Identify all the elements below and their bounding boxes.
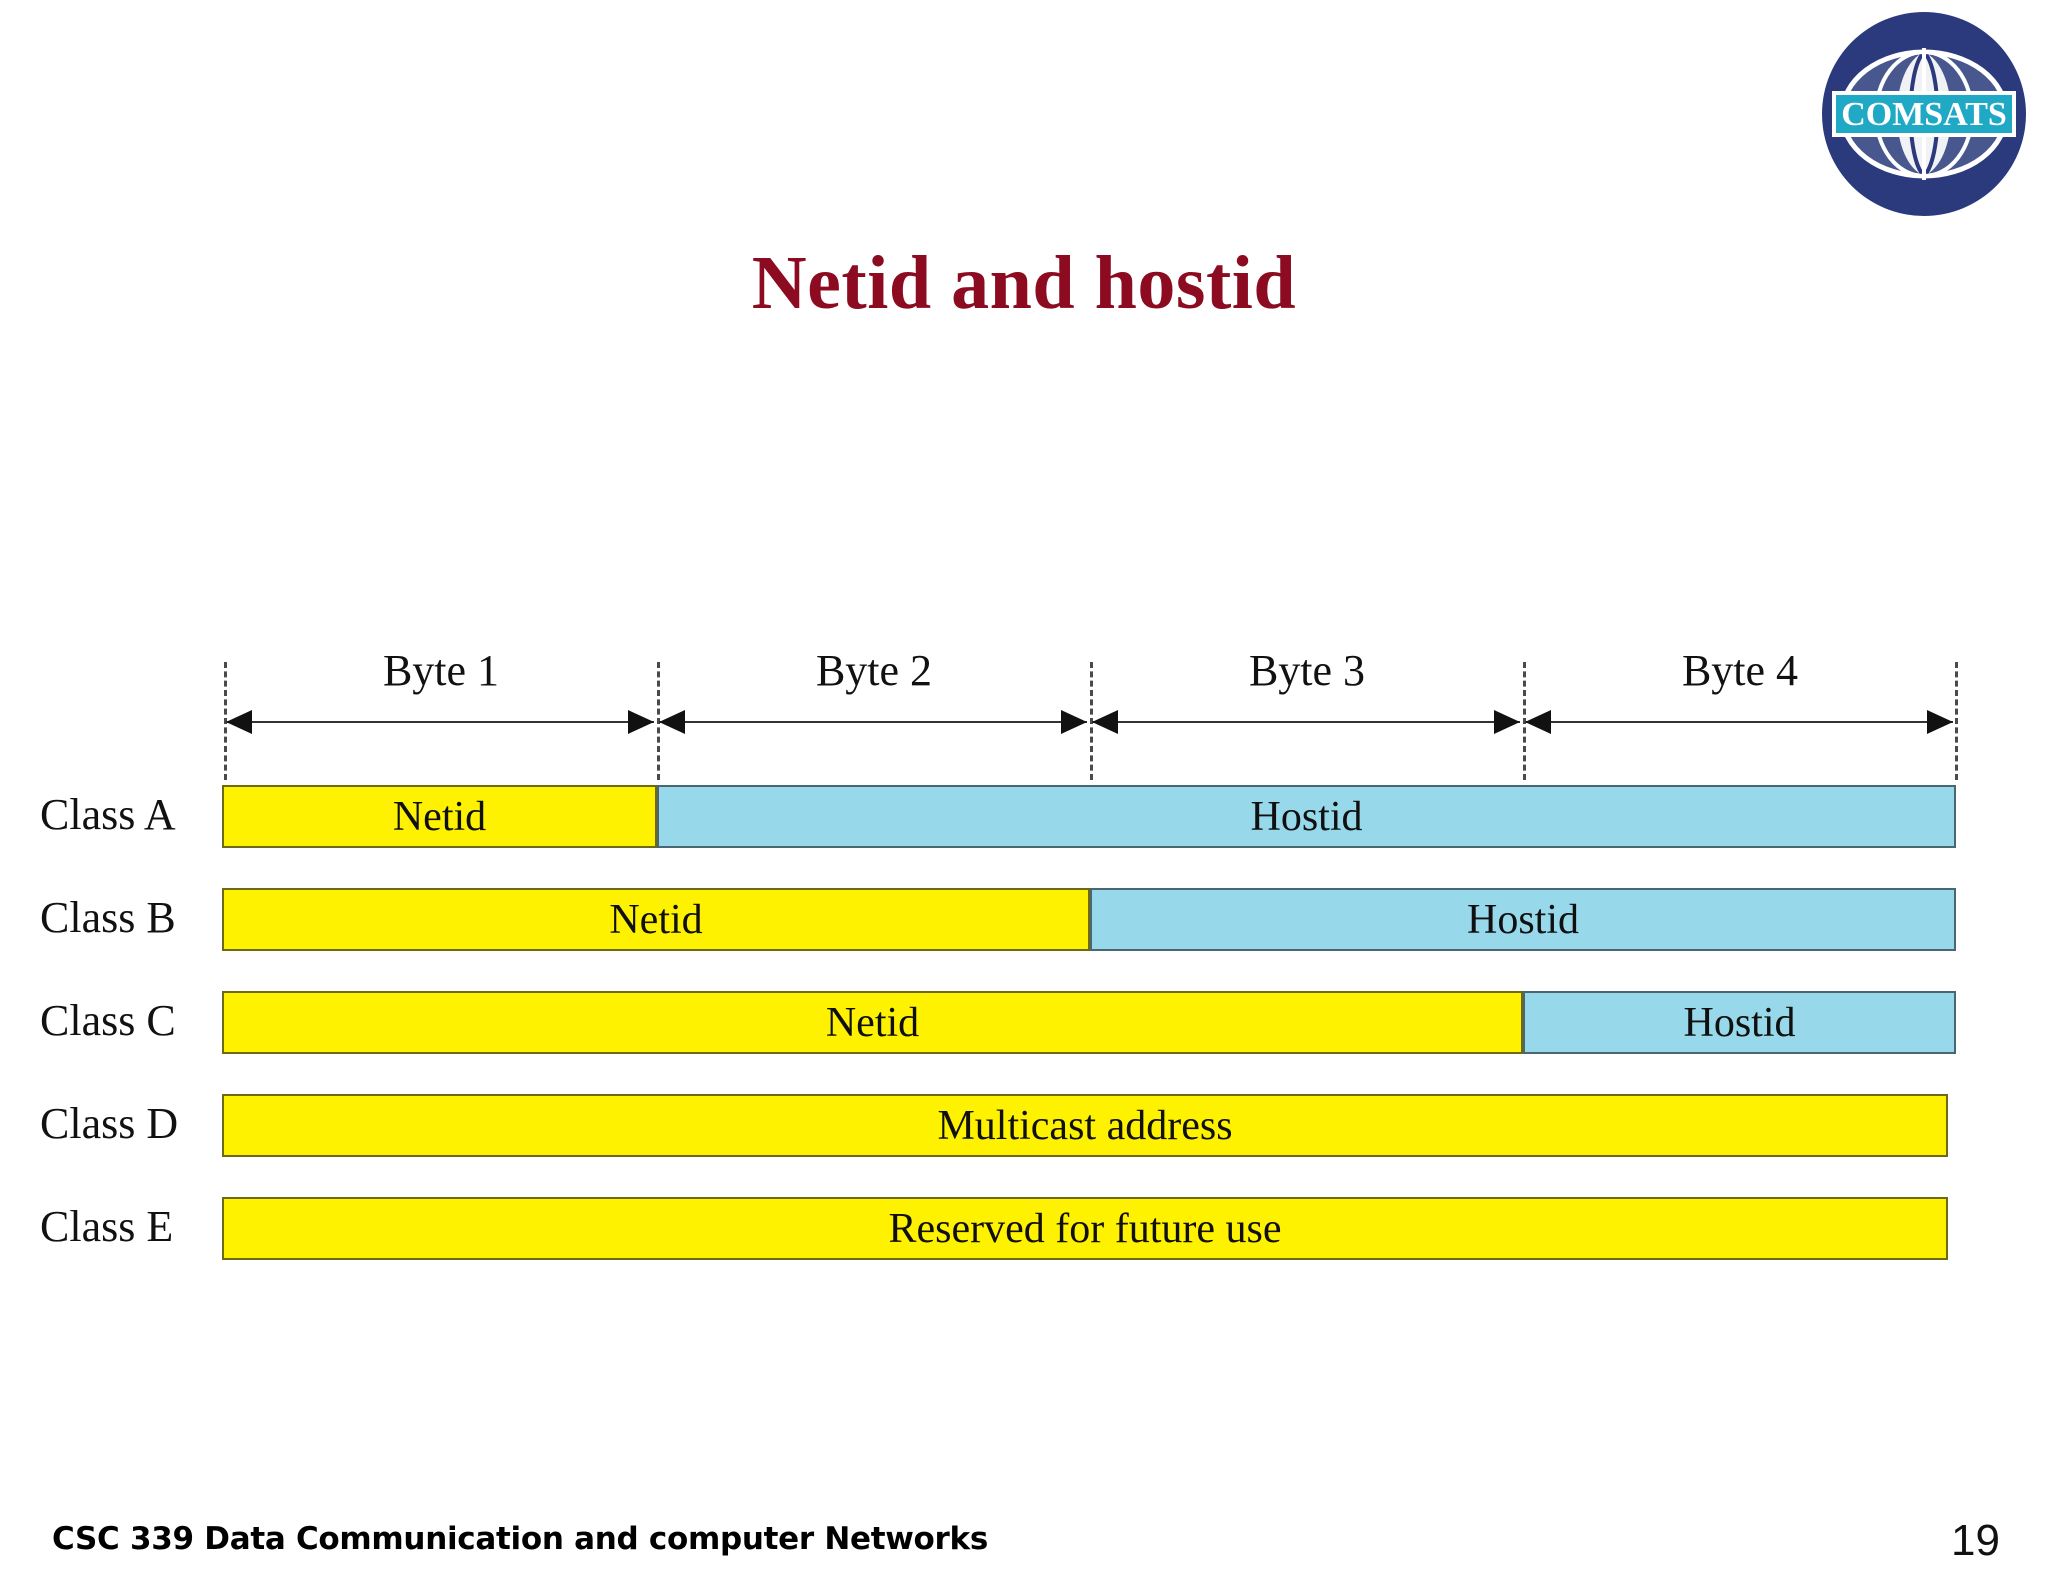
arrow-head-left: [1092, 710, 1118, 734]
class-b-hostid-segment: Hostid: [1090, 888, 1956, 951]
byte-span-arrow-3: [1092, 707, 1520, 737]
comsats-logo: COMSATS: [1818, 8, 2030, 220]
class-b-netid-segment: Netid: [222, 888, 1090, 951]
page-title: Netid and hostid: [751, 241, 1297, 325]
arrow-head-right: [628, 710, 654, 734]
byte-span-arrow-1: [226, 707, 654, 737]
byte-span-arrow-2: [659, 707, 1087, 737]
byte-boundary-line-3: [1523, 662, 1526, 780]
arrow-shaft: [1525, 721, 1953, 723]
arrow-head-left: [1525, 710, 1551, 734]
arrow-head-left: [659, 710, 685, 734]
arrow-head-right: [1061, 710, 1087, 734]
comsats-logo-text: COMSATS: [1841, 96, 2007, 133]
footer-course-title: CSC 339 Data Communication and computer …: [52, 1521, 989, 1557]
class-label-e: Class E: [40, 1202, 174, 1251]
arrow-shaft: [659, 721, 1087, 723]
arrow-shaft: [1092, 721, 1520, 723]
class-a-hostid-segment: Hostid: [657, 785, 1956, 848]
byte-boundary-line-4: [1955, 662, 1958, 780]
class-a-netid-segment: Netid: [222, 785, 657, 848]
class-label-c: Class C: [40, 996, 176, 1045]
arrow-head-right: [1927, 710, 1953, 734]
byte-label-1: Byte 1: [382, 646, 500, 695]
arrow-head-left: [226, 710, 252, 734]
byte-span-arrow-4: [1525, 707, 1953, 737]
class-label-b: Class B: [40, 893, 176, 942]
class-c-netid-segment: Netid: [222, 991, 1523, 1054]
page-number: 19: [1951, 1516, 2000, 1565]
byte-boundary-line-0: [224, 662, 227, 780]
byte-label-4: Byte 4: [1681, 646, 1799, 695]
class-c-hostid-segment: Hostid: [1523, 991, 1956, 1054]
arrow-shaft: [226, 721, 654, 723]
byte-boundary-line-1: [657, 662, 660, 780]
byte-label-2: Byte 2: [815, 646, 933, 695]
class-label-a: Class A: [40, 790, 176, 839]
byte-label-3: Byte 3: [1248, 646, 1366, 695]
class-label-d: Class D: [40, 1099, 179, 1148]
class-e-reserved-segment: Reserved for future use: [222, 1197, 1948, 1260]
arrow-head-right: [1494, 710, 1520, 734]
byte-boundary-line-2: [1090, 662, 1093, 780]
class-d-multicast-segment: Multicast address: [222, 1094, 1948, 1157]
